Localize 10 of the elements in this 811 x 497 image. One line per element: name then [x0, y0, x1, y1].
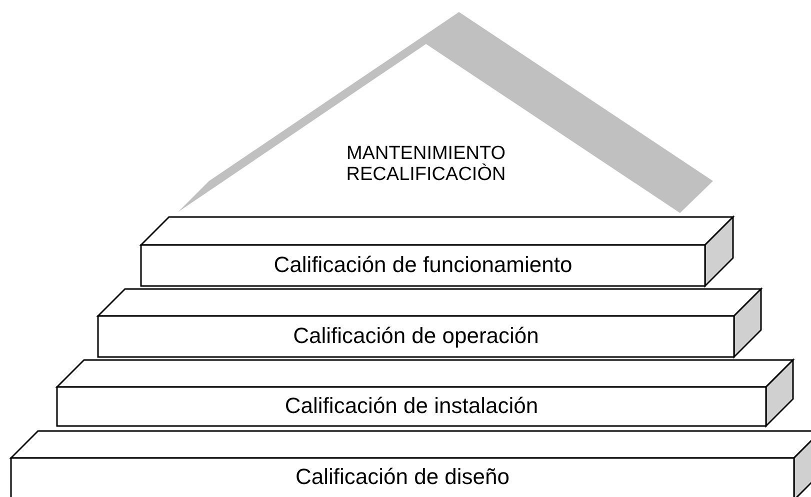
roof-shape	[178, 12, 713, 213]
roof-label: MANTENIMIENTO RECALIFICACIÒN	[345, 144, 507, 186]
step-label: Calificación de diseño	[295, 465, 510, 490]
step-label: Calificación de funcionamiento	[274, 253, 572, 278]
step-block	[9, 429, 811, 497]
step-label: Calificación de operación	[293, 324, 539, 349]
step-block	[139, 215, 735, 288]
step-label: Calificación de instalación	[284, 394, 538, 419]
step-block	[96, 287, 763, 359]
step-block	[55, 358, 795, 428]
